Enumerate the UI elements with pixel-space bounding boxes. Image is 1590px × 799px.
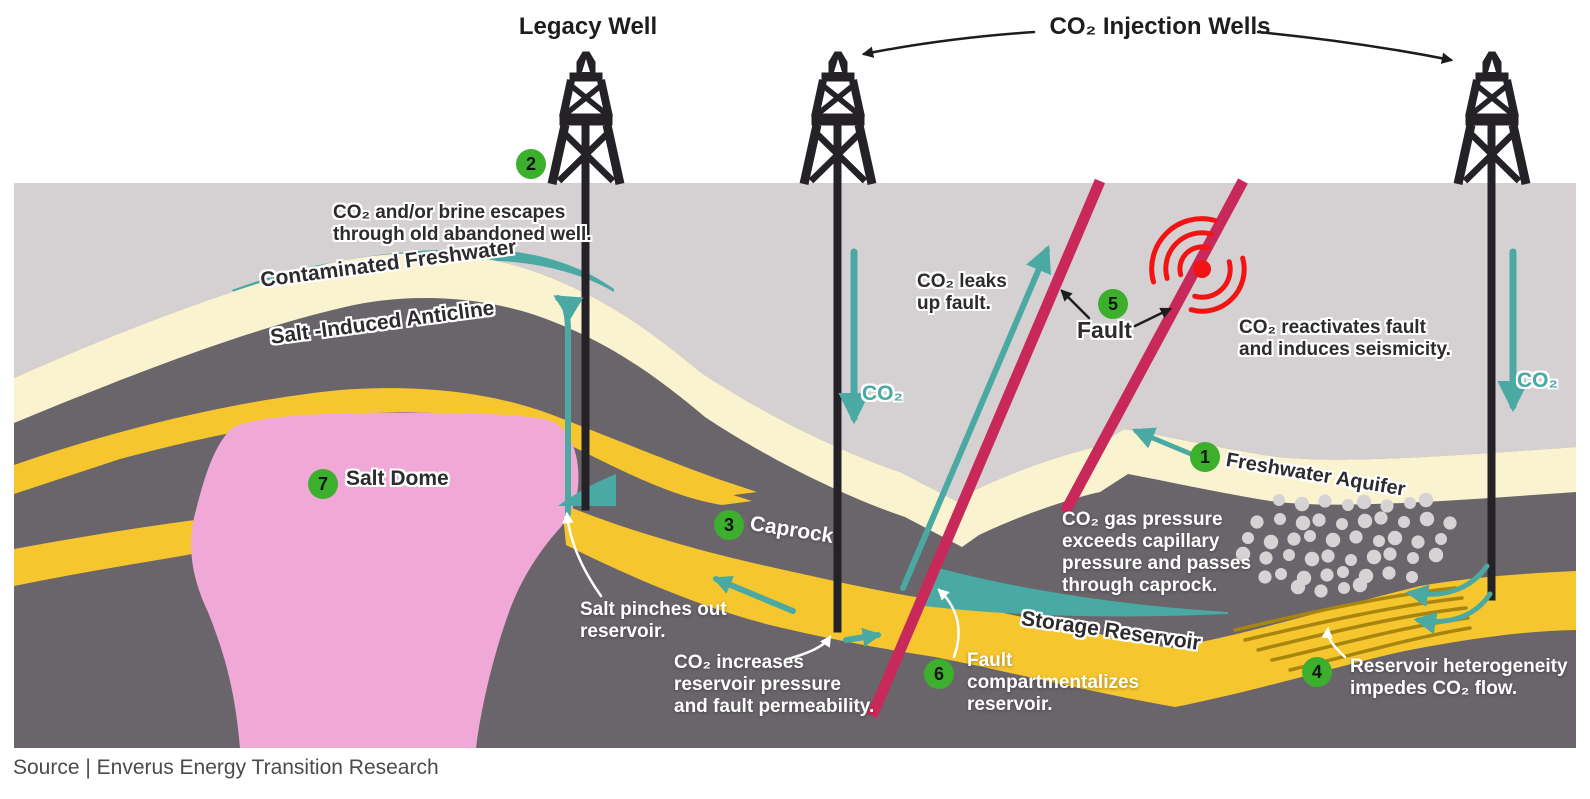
fault-label: Fault xyxy=(1077,317,1132,343)
co2-label-mid-well: CO₂ xyxy=(862,382,903,405)
left-fault-line xyxy=(866,178,1106,719)
capillary-note: CO₂ gas pressure exceeds capillary press… xyxy=(1062,509,1252,596)
legacy-well-title: Legacy Well xyxy=(518,13,658,40)
pressure-increase-note: CO₂ increases reservoir pressure and fau… xyxy=(674,652,875,717)
well-escape-note: CO₂ and/or brine escapes through old aba… xyxy=(333,202,592,245)
marker-4-heterogeneity: 4 xyxy=(1302,657,1332,687)
co2-bubbles xyxy=(1235,492,1457,598)
marker-6-compartmentalize: 6 xyxy=(924,659,954,689)
marker-7-salt-dome: 7 xyxy=(308,469,338,499)
injection-wells-title: CO₂ Injection Wells xyxy=(1049,13,1271,40)
mid-injection-well-bore xyxy=(833,119,842,633)
annotation-arrows xyxy=(562,511,1347,661)
pointer-arrows xyxy=(861,30,1454,328)
heterogeneity-note: Reservoir heterogeneity impedes CO₂ flow… xyxy=(1350,656,1568,699)
marker-1-freshwater-aquifer: 1 xyxy=(1190,442,1220,472)
freshwater-aquifer-layer xyxy=(14,253,1576,547)
right-injection-well-bore xyxy=(1487,119,1496,601)
right-fault-line xyxy=(1060,178,1248,515)
salt-pinch-note: Salt pinches out reservoir. xyxy=(580,599,727,642)
co2-label-right-well: CO₂ xyxy=(1517,369,1558,392)
legacy-well-bore xyxy=(581,119,590,511)
fault-leak-note: CO₂ leaks up fault. xyxy=(917,271,1007,314)
marker-5-fault: 5 xyxy=(1098,289,1128,319)
salt-dome-label: Salt Dome xyxy=(346,467,449,490)
co2-trap-at-fault xyxy=(924,568,1228,617)
source-caption: Source | Enverus Energy Transition Resea… xyxy=(13,756,439,779)
contamination-plume xyxy=(232,249,614,294)
marker-3-caprock: 3 xyxy=(714,510,744,540)
co2-flow-arrows xyxy=(553,245,1529,647)
seismicity-icon xyxy=(1149,216,1247,314)
upper-reservoir-limb xyxy=(14,388,757,505)
overburden-layer xyxy=(14,183,1576,502)
marker-2-legacy-well: 2 xyxy=(516,149,546,179)
storage-reservoir-layer xyxy=(562,504,1576,707)
compartmentalize-note: Fault compartmentalizes reservoir. xyxy=(967,650,1140,715)
seismicity-note: CO₂ reactivates fault and induces seismi… xyxy=(1239,317,1451,360)
salt-dome-body xyxy=(191,412,579,748)
